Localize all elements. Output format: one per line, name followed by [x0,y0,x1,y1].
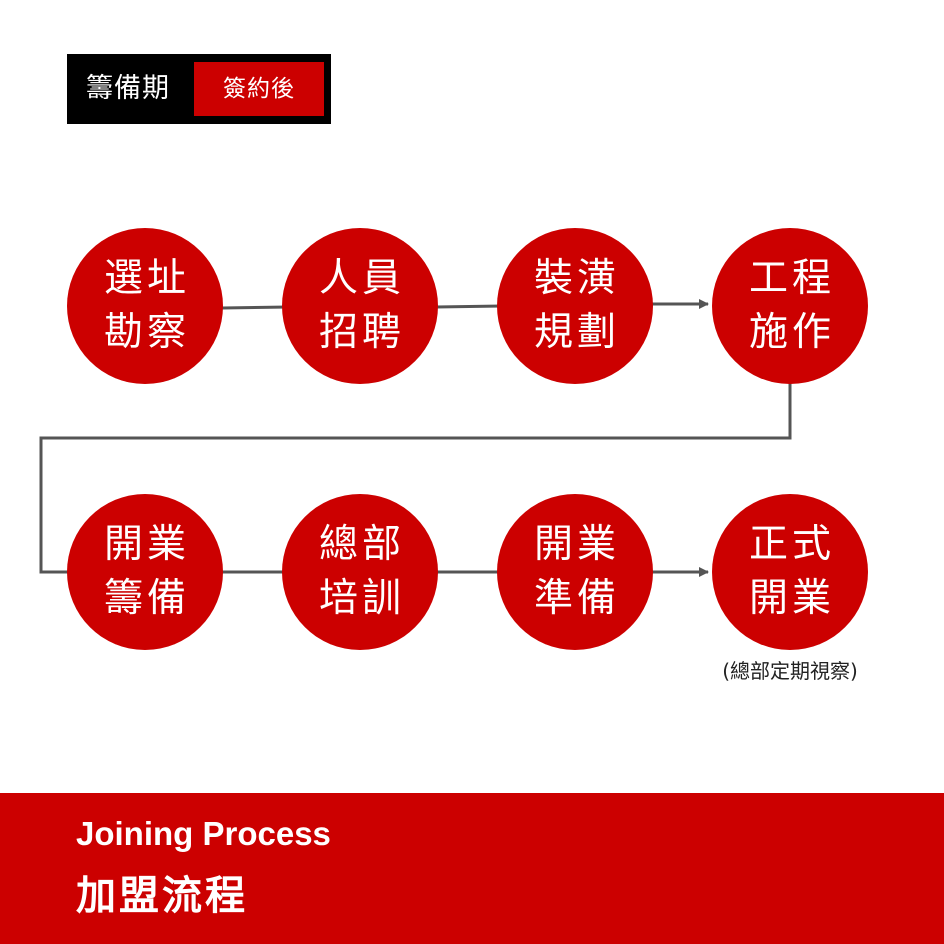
connector-4-5 [39,382,792,574]
step-site-survey: 選址 勘察 [67,228,223,384]
step-label: 工程 [748,256,835,301]
step-label: 裝潢 [533,256,620,301]
step-hq-training: 總部 培訓 [282,494,438,650]
inspection-note: (總部定期視察) [722,659,858,683]
step-label: 正式 [748,522,835,567]
step-label: 施作 [748,310,835,355]
step-grand-opening: 正式 開業 [712,494,868,650]
step-label: 選址 [103,256,190,301]
step-renovation-planning: 裝潢 規劃 [497,228,653,384]
connector-2-3 [435,304,503,309]
step-label: 開業 [103,522,190,567]
step-label: 勘察 [103,310,190,355]
step-label: 培訓 [318,576,405,621]
connector-1-2 [221,305,289,310]
step-label: 人員 [318,256,405,301]
phase-legend: 籌備期 簽約後 [67,54,331,124]
step-label: 準備 [533,576,620,621]
banner-subtitle: Joining Process [76,815,331,852]
step-label: 規劃 [533,310,620,355]
step-label: 開業 [533,522,620,567]
step-label: 總部 [318,522,405,567]
step-construction: 工程 施作 [712,228,868,384]
step-label: 招聘 [318,310,405,355]
step-opening-preparation: 開業 籌備 [67,494,223,650]
step-opening-ready: 開業 準備 [497,494,653,650]
phase-label-after-signing: 簽約後 [194,62,324,116]
banner-title: 加盟流程 [76,873,248,919]
step-staff-recruitment: 人員 招聘 [282,228,438,384]
step-label: 籌備 [103,576,190,621]
phase-label-preparation: 籌備期 [86,73,170,104]
step-label: 開業 [748,576,835,621]
footer-banner: Joining Process 加盟流程 [0,793,944,944]
